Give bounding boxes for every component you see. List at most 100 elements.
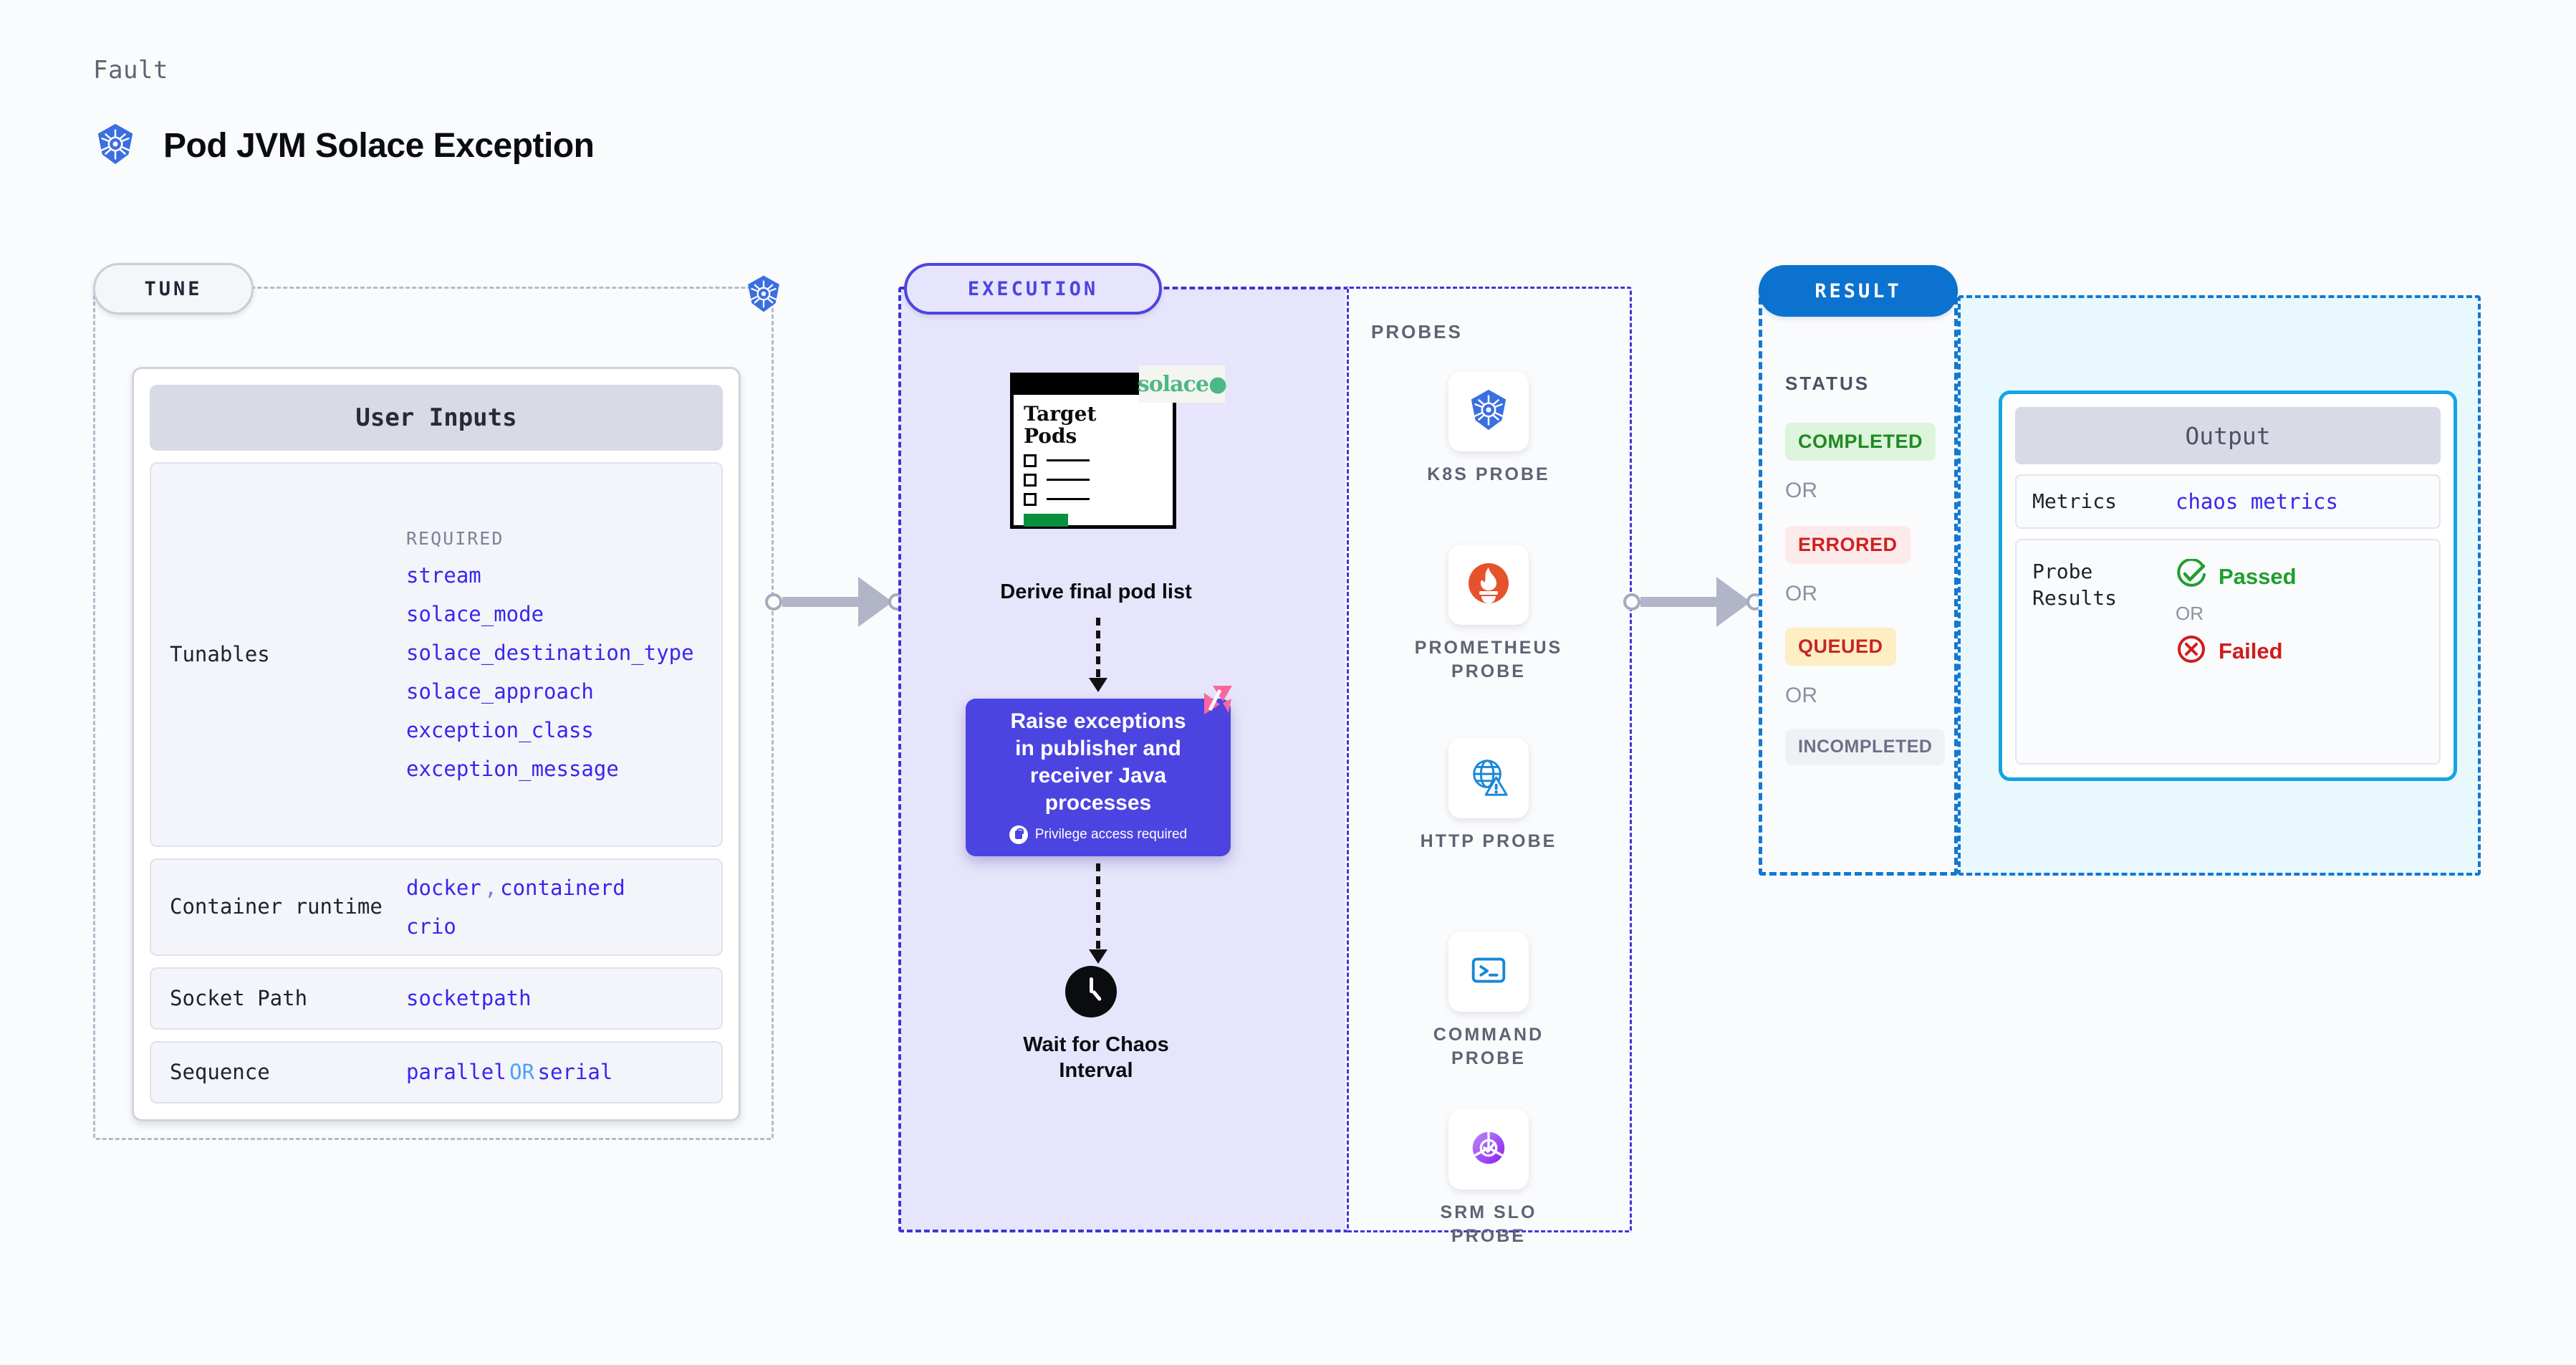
tunable-solace-approach[interactable]: solace_approach: [406, 679, 594, 704]
target-card-body: Target Pods: [1014, 395, 1173, 535]
arrow-stem: [1096, 863, 1100, 949]
checkbox-icon: [1024, 454, 1037, 467]
runtime-separator: ,: [484, 875, 497, 900]
probe-results-values: Passed OR Failed: [2176, 558, 2297, 669]
target-pod-item: [1024, 492, 1163, 506]
arrow-derive-to-action: [1089, 618, 1107, 692]
result-pill[interactable]: RESULT: [1759, 265, 1958, 317]
target-pod-item: [1024, 454, 1163, 467]
probe-command[interactable]: COMMAND PROBE: [1406, 931, 1571, 1070]
connector-arrowhead: [1716, 577, 1751, 627]
check-circle-icon: [2176, 558, 2207, 594]
line-placeholder: [1047, 479, 1090, 482]
connector-execution-to-result: [1623, 573, 1764, 631]
tunable-stream[interactable]: stream: [406, 562, 481, 588]
required-heading: REQUIRED: [406, 527, 504, 549]
sequence-label: Sequence: [170, 1059, 270, 1084]
tunables-values: REQUIRED stream solace_mode solace_desti…: [406, 528, 694, 781]
connector-start-dot: [1623, 593, 1640, 610]
tunables-row: Tunables REQUIRED stream solace_mode sol…: [150, 462, 723, 847]
output-title: Output: [2015, 407, 2441, 464]
sequence-row: Sequence parallel OR serial: [150, 1040, 723, 1103]
tunable-exception-class[interactable]: exception_class: [406, 717, 594, 742]
metrics-label: Metrics: [2032, 489, 2118, 513]
probe-result-failed: Failed: [2176, 633, 2297, 669]
socket-path-row: Socket Path socketpath: [150, 967, 723, 1030]
probe-label: HTTP PROBE: [1420, 831, 1557, 851]
probe-result-passed-label: Passed: [2219, 563, 2297, 589]
sequence-values: parallel OR serial: [406, 1060, 612, 1084]
clock-icon: [1065, 966, 1117, 1017]
page-eyebrow: Fault: [93, 56, 168, 85]
lock-icon: [1009, 825, 1028, 844]
status-or-1: OR: [1785, 479, 1817, 502]
metrics-value[interactable]: chaos metrics: [2176, 489, 2338, 514]
connector-bar: [1640, 597, 1718, 607]
target-card-title-1: Target: [1024, 402, 1097, 426]
probe-srm-slo[interactable]: SRM SLO PROBE: [1406, 1109, 1571, 1247]
socket-path-value[interactable]: socketpath: [406, 986, 532, 1011]
status-title: STATUS: [1785, 373, 1870, 394]
status-or-3: OR: [1785, 684, 1817, 707]
solace-logo: solace●: [1138, 365, 1227, 403]
green-progress-bar: [1024, 513, 1068, 527]
wait-caption: Wait for Chaos Interval: [989, 1032, 1203, 1084]
tune-pill[interactable]: TUNE: [93, 263, 254, 315]
execution-pill[interactable]: EXECUTION: [904, 263, 1162, 315]
probe-label: SRM SLO PROBE: [1440, 1202, 1537, 1246]
probe-k8s[interactable]: K8S PROBE: [1406, 371, 1571, 487]
runtime-containerd[interactable]: containerd: [500, 875, 625, 900]
kubernetes-icon: [1466, 388, 1511, 436]
action-text-line-4: processes: [1044, 790, 1152, 815]
probes-title: PROBES: [1371, 321, 1463, 343]
probe-tile: [1448, 1109, 1529, 1189]
action-text-line-1: Raise exceptions: [1010, 709, 1186, 734]
container-runtime-row: Container runtime docker , containerd cr…: [150, 858, 723, 956]
probe-prometheus[interactable]: PROMETHEUS PROBE: [1406, 545, 1571, 683]
globe-warning-icon: [1466, 755, 1511, 803]
probe-results-row: Probe Results Passed OR: [2015, 539, 2441, 765]
sequence-separator: OR: [509, 1060, 535, 1085]
status-badge-completed: COMPLETED: [1785, 423, 1936, 461]
checkbox-icon: [1024, 473, 1037, 487]
tunable-solace-mode[interactable]: solace_mode: [406, 601, 544, 626]
action-text-line-2: in publisher and: [1015, 737, 1181, 761]
probe-tile: [1448, 545, 1529, 625]
probe-http[interactable]: HTTP PROBE: [1406, 738, 1571, 853]
connector-arrowhead: [858, 577, 893, 627]
action-raise-exceptions[interactable]: Raise exceptions in publisher and receiv…: [966, 699, 1231, 856]
probe-tile: [1448, 931, 1529, 1012]
socket-path-label: Socket Path: [170, 985, 308, 1010]
wait-caption-line-2: Interval: [1059, 1059, 1133, 1083]
privilege-note: Privilege access required: [1009, 825, 1187, 844]
connector-start-dot: [765, 593, 782, 610]
tunable-exception-message[interactable]: exception_message: [406, 756, 619, 781]
sequence-parallel[interactable]: parallel: [406, 1060, 506, 1085]
container-runtime-values: docker , containerd crio: [406, 876, 625, 939]
page-header: Pod JVM Solace Exception: [93, 122, 595, 170]
container-runtime-label: Container runtime: [170, 894, 383, 919]
output-card: Output Metrics chaos metrics Probe Resul…: [1999, 391, 2457, 781]
derive-pod-list-caption: Derive final pod list: [1000, 580, 1192, 603]
connector-bar: [782, 597, 860, 607]
tune-region: [93, 287, 774, 1140]
runtime-crio[interactable]: crio: [406, 914, 456, 939]
line-placeholder: [1047, 498, 1090, 501]
wait-caption-line-1: Wait for Chaos: [1023, 1033, 1169, 1056]
probe-results-or: OR: [2176, 603, 2203, 625]
tunable-solace-destination-type[interactable]: solace_destination_type: [406, 640, 694, 665]
sequence-serial[interactable]: serial: [537, 1060, 613, 1085]
probe-label: PROMETHEUS PROBE: [1414, 638, 1563, 681]
probe-label: K8S PROBE: [1427, 464, 1550, 484]
probe-result-failed-label: Failed: [2219, 638, 2283, 664]
user-inputs-card: User Inputs Tunables REQUIRED stream sol…: [132, 367, 741, 1121]
probe-tile: [1448, 738, 1529, 818]
tunables-label: Tunables: [170, 641, 270, 666]
probe-tile: [1448, 371, 1529, 451]
x-circle-icon: [2176, 633, 2207, 669]
arrow-action-to-wait: [1089, 863, 1107, 964]
status-badge-incompleted: INCOMPLETED: [1785, 729, 1946, 765]
target-card-title-2: Pods: [1024, 423, 1077, 448]
runtime-docker[interactable]: docker: [406, 875, 481, 900]
